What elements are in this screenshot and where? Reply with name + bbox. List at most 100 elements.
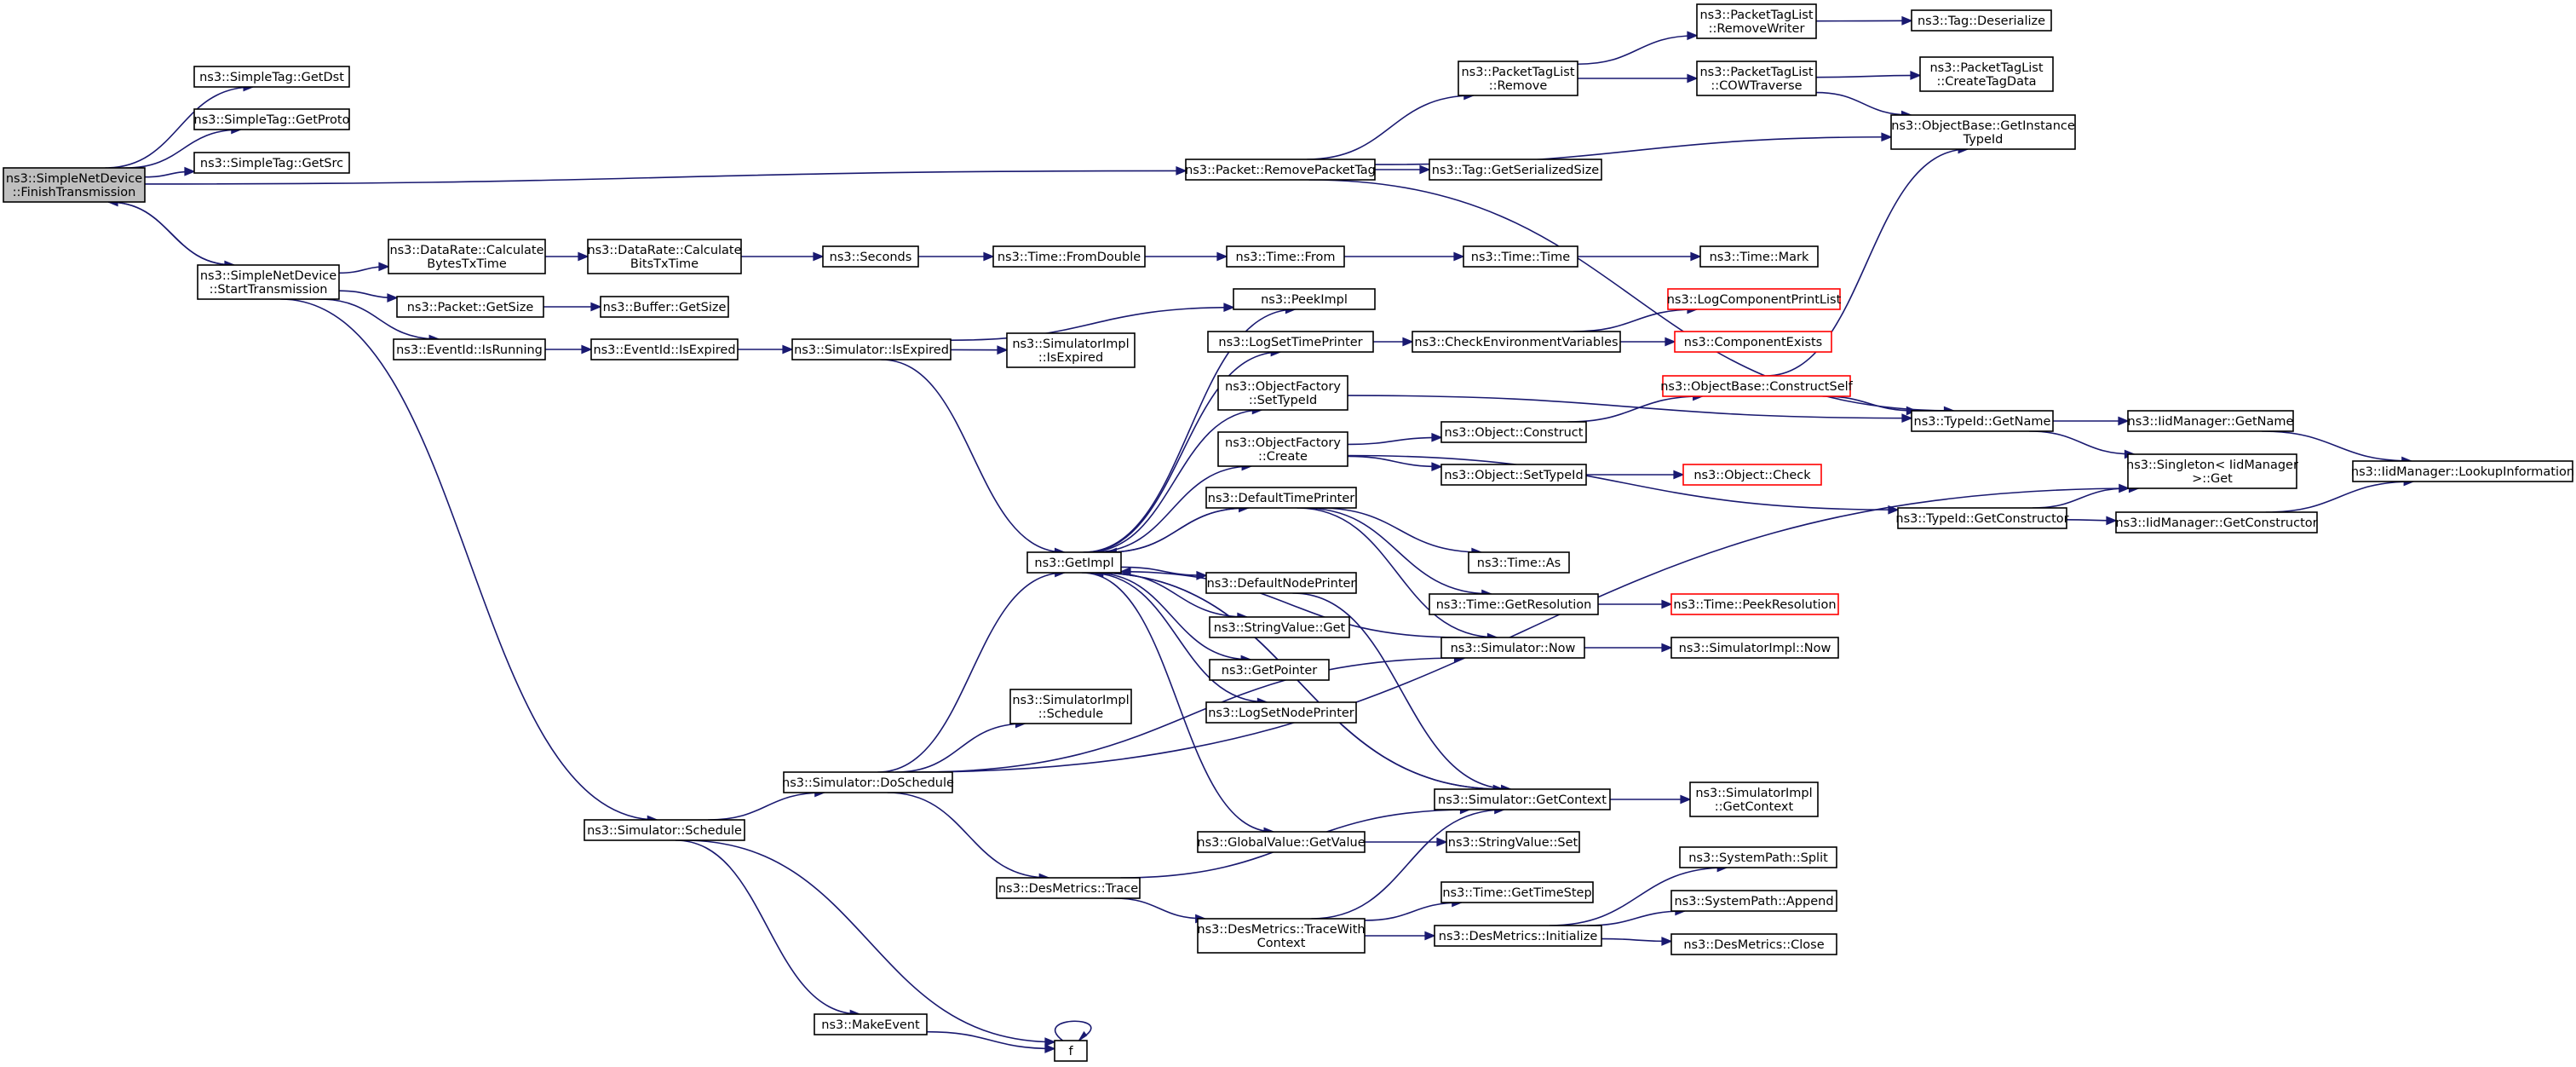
node-box [1689,782,1819,817]
node-logsettimeprinter[interactable]: ns3::LogSetTimePrinter [1207,331,1374,353]
node-time-mark[interactable]: ns3::Time::Mark [1699,245,1819,268]
node-eventid-isrunning[interactable]: ns3::EventId::IsRunning [393,338,546,360]
node-objectfactory-create[interactable]: ns3::ObjectFactory::Create [1217,431,1348,467]
node-packet-getsize[interactable]: ns3::Packet::GetSize [396,296,544,318]
node-label-line: ns3::Simulator::GetContext [1438,793,1607,807]
edge-arrowhead [1223,303,1235,313]
node-typeid-getconstructor[interactable]: ns3::TypeId::GetConstructor [1895,507,2069,529]
edge-arrowhead [1661,599,1673,609]
node-stringvalue-set[interactable]: ns3::StringValue::Set [1446,831,1580,853]
node-packet-removepackettag[interactable]: ns3::Packet::RemovePacketTag [1185,159,1376,181]
node-root[interactable]: ns3::SimpleNetDevice::FinishTransmission [3,167,146,203]
node-label-line: ns3::SystemPath::Append [1674,895,1833,908]
node-iidmanager-getconstructor[interactable]: ns3::IidManager::GetConstructor [2115,511,2318,534]
node-time-peekresolution[interactable]: ns3::Time::PeekResolution [1670,593,1839,615]
node-seconds[interactable]: ns3::Seconds [822,245,919,268]
node-desmetrics-close[interactable]: ns3::DesMetrics::Close [1670,933,1837,955]
call-edge-f-to-f [1055,1020,1092,1041]
node-iidmanager-getname[interactable]: ns3::IidManager::GetName [2127,410,2294,432]
edge-arrowhead [1044,1037,1056,1047]
node-peekimpl[interactable]: ns3::PeekImpl [1233,288,1376,310]
edge-arrowhead [813,251,825,262]
node-simulator-schedule[interactable]: ns3::Simulator::Schedule [584,819,745,841]
node-time-as[interactable]: ns3::Time::As [1468,551,1570,574]
node-tag-deserialize[interactable]: ns3::Tag::Deserialize [1911,9,2052,32]
call-edge-makeevent-to-f [926,1030,1056,1053]
node-starttransmission[interactable]: ns3::SimpleNetDevice::StartTransmission [197,264,340,300]
node-makeevent[interactable]: ns3::MakeEvent [814,1013,928,1035]
node-desmetrics-initialize[interactable]: ns3::DesMetrics::Initialize [1434,925,1602,947]
edge-arrowhead [1881,132,1893,142]
node-packettaglist-createtagdata[interactable]: ns3::PacketTagList::CreateTagData [1919,56,2054,92]
node-time-gettimestep[interactable]: ns3::Time::GetTimeStep [1440,881,1594,903]
edge-line [1815,74,1921,78]
node-getimpl[interactable]: ns3::GetImpl [1026,551,1122,574]
node-iidmanager-lookupinformation[interactable]: ns3::IidManager::LookupInformation [2351,460,2574,482]
node-simulatorimpl-isexpired[interactable]: ns3::SimulatorImpl::IsExpired [1006,332,1136,368]
node-getpointer[interactable]: ns3::GetPointer [1209,659,1330,681]
node-tag-getserializedsize[interactable]: ns3::Tag::GetSerializedSize [1429,159,1602,181]
node-desmetrics-trace[interactable]: ns3::DesMetrics::Trace [996,877,1141,899]
node-packettaglist-removewriter[interactable]: ns3::PacketTagList::RemoveWriter [1696,3,1817,39]
node-logsetnodeprinter[interactable]: ns3::LogSetNodePrinter [1205,701,1357,724]
node-logcomponentprintlist[interactable]: ns3::LogComponentPrintList [1667,288,1842,310]
node-box [1429,593,1599,615]
call-edge-desmetrics_trace-to-desmetrics_tracewithcontext [1113,897,1207,924]
node-systempath-append[interactable]: ns3::SystemPath::Append [1670,890,1837,912]
node-defaulttimeprinter[interactable]: ns3::DefaultTimePrinter [1205,487,1357,509]
node-typeid-getname[interactable]: ns3::TypeId::GetName [1911,410,2054,432]
call-edge-packettaglist_cowtraverse-to-packettaglist_createtagdata [1815,71,1922,80]
node-label-line: ns3::SimpleNetDevice [6,172,142,186]
node-simulator-now[interactable]: ns3::Simulator::Now [1440,637,1585,659]
node-eventid-isexpired[interactable]: ns3::EventId::IsExpired [590,338,739,360]
node-label-line: ns3::Time::As [1477,557,1561,570]
node-time-fromdouble[interactable]: ns3::Time::FromDouble [992,245,1146,268]
node-stringvalue-get[interactable]: ns3::StringValue::Get [1209,616,1350,638]
node-simulatorimpl-getcontext[interactable]: ns3::SimulatorImpl::GetContext [1689,782,1819,817]
node-time-time[interactable]: ns3::Time::Time [1463,245,1578,268]
node-label-line: ns3::GetImpl [1034,557,1113,570]
edge-line [1347,455,1442,468]
node-defaultnodeprinter[interactable]: ns3::DefaultNodePrinter [1205,572,1357,594]
node-label-line: ns3::ObjectBase::ConstructSelf [1660,380,1853,394]
node-label-line: ns3::SimpleTag::GetProto [194,113,350,127]
node-simulator-isexpired[interactable]: ns3::Simulator::IsExpired [791,338,952,360]
node-object-construct[interactable]: ns3::Object::Construct [1440,421,1587,443]
node-simpletag-getproto[interactable]: ns3::SimpleTag::GetProto [193,108,350,130]
call-graph-nodes: ns3::SimpleNetDevice::FinishTransmission… [3,3,2574,1062]
node-globalvalue-getvalue[interactable]: ns3::GlobalValue::GetValue [1197,831,1366,853]
node-objectfactory-settypeid[interactable]: ns3::ObjectFactory::SetTypeId [1217,375,1348,411]
node-objectbase-constructself[interactable]: ns3::ObjectBase::ConstructSelf [1660,375,1854,397]
node-box [1412,331,1621,353]
node-simpletag-getdst[interactable]: ns3::SimpleTag::GetDst [193,66,350,88]
call-edge-starttransmission-to-simulator_schedule [280,298,658,825]
node-simulatorimpl-now[interactable]: ns3::SimulatorImpl::Now [1670,637,1839,659]
edge-line [881,359,1065,553]
node-componentexists[interactable]: ns3::ComponentExists [1674,331,1832,353]
node-packettaglist-remove[interactable]: ns3::PacketTagList::Remove [1458,61,1578,96]
node-systempath-split[interactable]: ns3::SystemPath::Split [1679,846,1837,868]
node-simulatorimpl-schedule[interactable]: ns3::SimulatorImpl::Schedule [1009,689,1132,724]
call-edge-packet_removepackettag-to-packettaglist_remove [1307,90,1475,160]
node-buffer-getsize[interactable]: ns3::Buffer::GetSize [600,296,729,318]
edge-line [1120,566,1207,577]
node-singleton-get[interactable]: ns3::Singleton< IidManager>::Get [2126,453,2298,489]
node-time-from[interactable]: ns3::Time::From [1226,245,1345,268]
node-packettaglist-cowtraverse[interactable]: ns3::PacketTagList::COWTraverse [1696,61,1817,96]
node-label-line: TypeId [1963,133,2004,147]
node-time-getresolution[interactable]: ns3::Time::GetResolution [1429,593,1599,615]
edge-line [280,298,658,821]
node-simulator-doschedule[interactable]: ns3::Simulator::DoSchedule [782,771,954,793]
node-simulator-getcontext[interactable]: ns3::Simulator::GetContext [1434,788,1611,810]
node-checkenvironmentvariables[interactable]: ns3::CheckEnvironmentVariables [1412,331,1621,353]
node-simpletag-getsrc[interactable]: ns3::SimpleTag::GetSrc [193,152,350,174]
node-object-check[interactable]: ns3::Object::Check [1682,464,1822,486]
node-object-settypeid[interactable]: ns3::Object::SetTypeId [1440,464,1587,486]
node-f[interactable]: f [1054,1040,1088,1062]
call-edge-simulator_now-to-getimpl [1119,567,1461,638]
